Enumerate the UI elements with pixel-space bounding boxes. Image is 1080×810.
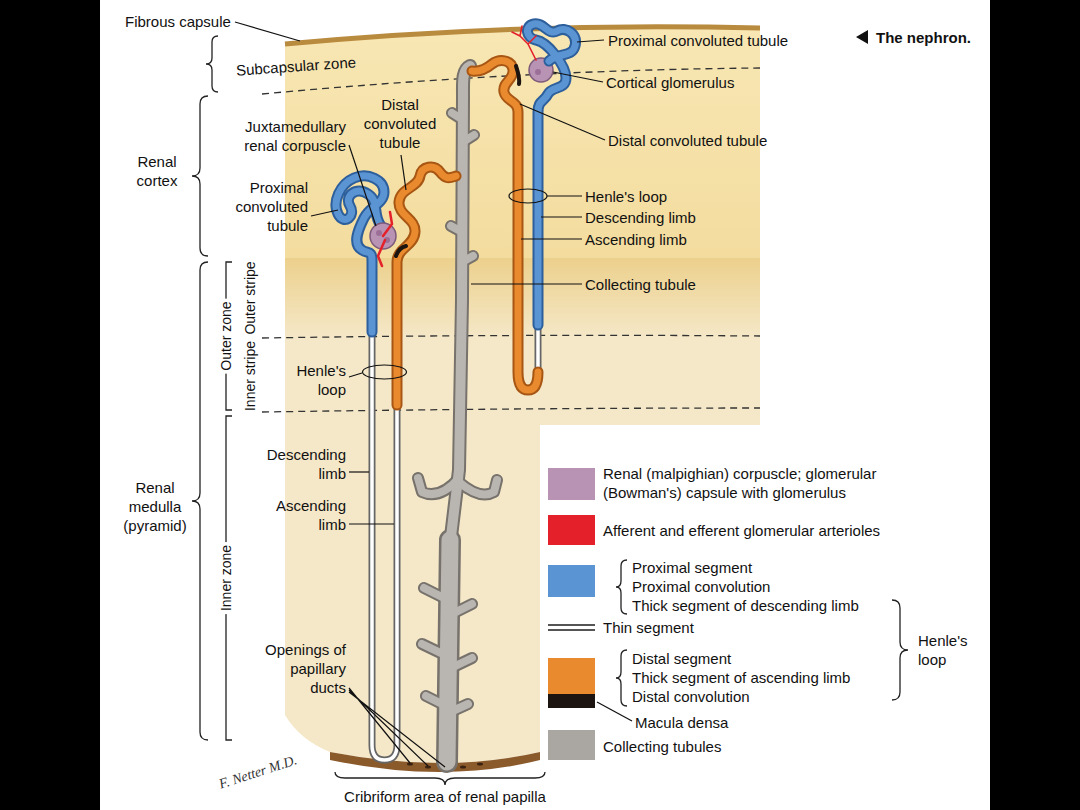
proximal-segment [527,24,575,325]
structure-label: Openings of papillary ducts [260,640,346,697]
duct-opening [460,766,466,769]
leader-line [401,155,406,190]
title-pointer [856,30,868,44]
leader-line [541,216,582,217]
legend-sublabel: Thick segment of ascending limb [632,668,850,687]
glomerulus-texture [535,69,541,75]
macula-densa [396,246,406,256]
region-label: Renal medulla (pyramid) [118,478,192,535]
structure-label: Fibrous capsule [125,12,231,31]
structure-label: Proximal convoluted tubule [218,178,308,235]
glomerulus-texture [376,230,382,236]
proximal-segment [527,24,575,325]
cribriform-area [330,752,540,772]
brace [192,96,208,256]
legend-ground [540,425,990,810]
leader-line [349,145,376,226]
zone-boundary [262,408,760,412]
structure-label: Descending limb [585,208,696,227]
legend-label: Proximal segment [632,558,752,577]
leader-line [311,210,338,216]
distal-segment [472,61,538,390]
leader-line [471,283,582,284]
brackets [192,36,908,785]
structure-label: Collecting tubule [585,275,696,294]
macula-densa [516,66,519,84]
structure-label: Distal convoluted tubule [356,95,444,152]
structure-label: Descending limb [254,445,346,483]
legend-swatch [548,565,595,597]
zone-label: Outer stripe [242,258,259,337]
brace [335,772,545,785]
structure-label: Distal convoluted tubule [608,131,767,150]
zone-label: Inner stripe [242,338,259,414]
leader-line [597,702,632,721]
zone-label: Inner zone [218,542,235,614]
legend-label: Afferent and efferent glomerular arterio… [603,521,880,540]
zone-boundary [262,335,760,338]
legend-sublabel: Distal convolution [632,687,750,706]
brace [616,560,627,614]
arteriole [378,212,392,266]
leader-line [547,195,582,196]
collecting-branch [418,113,497,714]
distal-segment [397,167,456,405]
structure-label: Henle's loop [585,187,667,206]
structure-label: Cribriform area of renal papilla [344,787,546,806]
papillary-duct [447,540,450,762]
legend-sublabel: Thick segment of descending limb [632,596,859,615]
legend-swatch [548,694,595,708]
structure-label: Henle's loop [286,361,346,399]
leader-line [520,104,605,140]
legend-sublabel: Proximal convolution [632,577,770,596]
cortical-nephron [472,24,575,390]
leader-line [349,688,445,767]
page-ground [100,0,990,810]
distal-segment [397,167,456,405]
leader-line [553,72,603,82]
thin-segment [535,325,542,372]
bracket-label: Henle's loop [918,631,978,669]
leader-line [349,523,394,524]
figure-title: The nephron. [876,28,971,47]
brace [892,600,908,700]
leader-line [521,238,582,239]
structure-label: Proximal convoluted tubule [608,31,788,50]
legend-swatch [548,658,595,694]
legend-swatch [548,515,595,545]
zone-label: Outer zone [218,298,235,373]
brace [206,36,218,92]
distal-segment [472,61,538,390]
proximal-segment [336,176,384,332]
papillary-duct [447,540,450,762]
line-sample [548,624,595,631]
loop-marker [509,189,547,203]
duct-opening [477,763,483,766]
legend-label: Thin segment [603,618,694,637]
legend-label: Renal (malpighian) corpuscle; glomerular… [603,464,903,502]
brace [616,650,627,706]
arteriole [512,26,536,60]
structure-label: Juxtamedullary renal corpuscle [221,117,346,155]
juxtamedullary-nephron [336,167,456,760]
loop-marker [363,365,407,379]
legend-swatch [548,468,595,500]
leader-line [577,40,604,42]
structure-label: Ascending limb [254,496,346,534]
proximal-segment [336,176,384,332]
leader-line [349,471,369,472]
legend-label: Macula densa [635,713,728,732]
region-label: Renal cortex [127,152,187,190]
structure-label: Cortical glomerulus [606,73,734,92]
thin-segment [536,325,540,372]
legend-label: Collecting tubules [603,737,721,756]
structure-label: Ascending limb [585,230,687,249]
legend-swatch [548,730,595,760]
brace [192,262,208,740]
leader-line [349,373,362,377]
legend-label: Distal segment [632,649,731,668]
leader-line [235,22,300,41]
